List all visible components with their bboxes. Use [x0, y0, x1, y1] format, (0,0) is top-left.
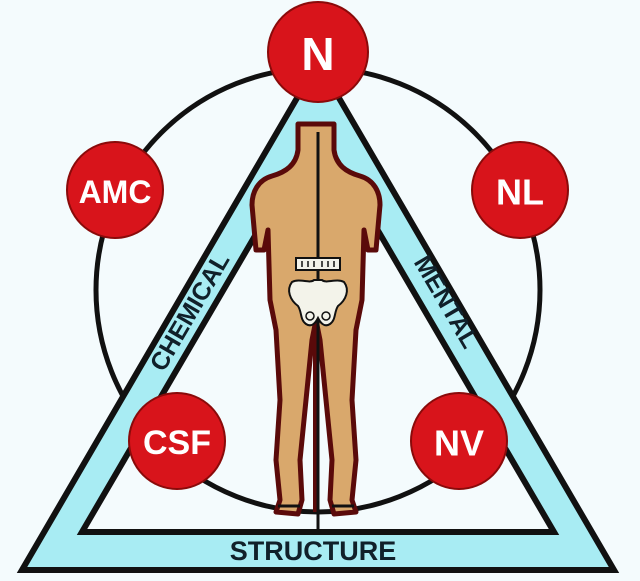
side-label-structure: STRUCTURE: [230, 536, 397, 566]
lumbar-ticks: [301, 261, 335, 267]
node-nv: NV: [410, 392, 508, 490]
node-label-nl: NL: [496, 172, 544, 213]
node-n: N: [267, 1, 369, 103]
lumbar-box: [295, 257, 341, 271]
hip-socket-left: [305, 311, 315, 321]
node-amc: AMC: [66, 141, 164, 239]
node-label-n: N: [301, 28, 334, 80]
node-label-csf: CSF: [143, 424, 211, 462]
node-csf: CSF: [128, 392, 226, 490]
node-nl: NL: [471, 141, 569, 239]
node-label-amc: AMC: [79, 174, 152, 210]
hip-socket-right: [321, 311, 331, 321]
node-label-nv: NV: [434, 423, 484, 464]
pelvis: [288, 279, 348, 327]
human-figure: [249, 121, 383, 532]
